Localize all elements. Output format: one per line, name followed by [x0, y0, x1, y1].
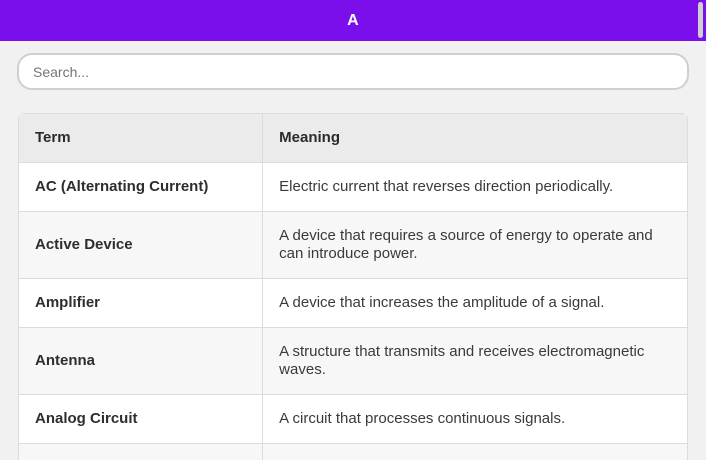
meaning-cell: A structure that transmits and receives …	[262, 327, 688, 395]
term-cell: Analog Circuit	[18, 394, 264, 444]
term-cell: AC (Alternating Current)	[18, 162, 264, 212]
page-title: A	[347, 11, 359, 29]
meaning-cell: A device that requires a source of energ…	[262, 211, 688, 279]
table-header-row: Term Meaning	[18, 113, 688, 163]
col-header-term: Term	[18, 113, 264, 163]
table-row: AC (Alternating Current)Electric current…	[18, 162, 688, 212]
meaning-cell: Electric current that reverses direction…	[262, 162, 688, 212]
col-header-meaning: Meaning	[262, 113, 688, 163]
meaning-cell: A circuit that processes continuous sign…	[262, 394, 688, 444]
term-cell: Antenna	[18, 327, 264, 395]
glossary-table: Term Meaning AC (Alternating Current)Ele…	[18, 113, 688, 460]
meaning-cell	[262, 443, 688, 460]
scrollbar-thumb[interactable]	[698, 2, 703, 38]
term-cell	[18, 443, 264, 460]
search-input[interactable]	[17, 53, 689, 90]
search-bar	[0, 41, 706, 90]
app-header: A	[0, 0, 706, 41]
term-cell: Amplifier	[18, 278, 264, 328]
glossary-table-container: Term Meaning AC (Alternating Current)Ele…	[18, 113, 688, 460]
term-cell: Active Device	[18, 211, 264, 279]
table-row	[18, 443, 688, 460]
meaning-cell: A device that increases the amplitude of…	[262, 278, 688, 328]
